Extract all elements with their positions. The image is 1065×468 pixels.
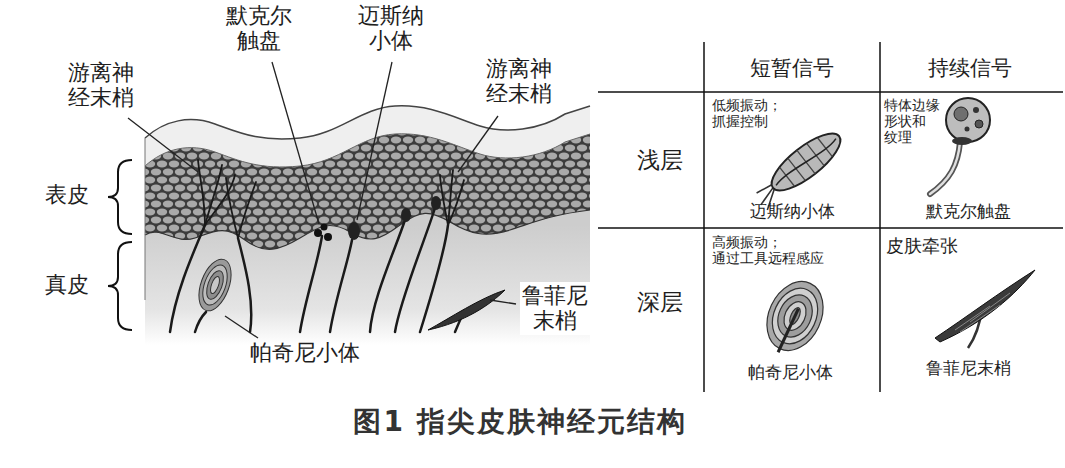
meissner-figure (748, 124, 848, 212)
leader-line (490, 300, 516, 304)
bracket (108, 242, 132, 330)
row-header: 深层 (637, 289, 683, 315)
meissner-corpuscle (348, 222, 360, 240)
row-header: 浅层 (637, 147, 683, 173)
receptor-ending (401, 208, 411, 222)
nerve-fiber (330, 240, 352, 332)
nerve-tube (930, 142, 960, 194)
leader-line (272, 62, 319, 224)
table-rule (598, 227, 1063, 229)
layer-label: 真皮 (45, 272, 89, 297)
ruffini-body (935, 270, 1035, 342)
table-rule (598, 91, 1063, 93)
nerve-fiber (238, 238, 251, 332)
ruffini-fibrils (955, 293, 1010, 332)
pacinian-corpuscle (209, 275, 222, 294)
pacinian-corpuscle (193, 255, 238, 315)
pacinian-corpuscle (203, 269, 226, 302)
pacinian-corpuscle (193, 255, 238, 315)
nerve-ending (440, 175, 448, 225)
column-header: 持续信号 (928, 56, 1012, 80)
nerve-fiber (170, 225, 205, 332)
table-cell: 迈斯纳小体 (750, 202, 835, 222)
part-label: 迈斯纳 小体 (358, 3, 424, 54)
table-cell: 帕奇尼小体 (748, 363, 833, 383)
merkel-disc (314, 229, 322, 237)
pacinian-figure (755, 272, 834, 363)
pacinian-corpuscle (198, 262, 232, 309)
merkel-disc (952, 137, 972, 145)
merkel-disc (324, 233, 332, 241)
nerve-ending (226, 178, 238, 238)
ruffini-figure (935, 270, 1035, 348)
nerve-ending (448, 180, 464, 225)
merkel-cell (946, 98, 990, 142)
skin-surface (145, 106, 590, 139)
nerve-tube (930, 142, 960, 194)
nerve-fibers (170, 160, 464, 332)
nerve-fiber (395, 208, 435, 332)
skin-section (145, 106, 590, 345)
part-label: 游离神 经末梢 (486, 56, 552, 107)
pacinian-figure (756, 272, 834, 359)
granule (965, 127, 970, 132)
layer-label: 表皮 (45, 182, 89, 207)
column-header: 短暂信号 (750, 56, 834, 80)
part-label: 鲁菲尼 末梢 (520, 282, 590, 335)
merkel-disc (314, 224, 332, 242)
table-cell: 低频振动； 抓握控制 (712, 97, 782, 129)
bracket (108, 160, 132, 234)
block-edge (145, 138, 146, 300)
leader-line (225, 316, 258, 338)
nerve-ending (205, 165, 222, 225)
granule (973, 107, 979, 113)
table-cell: 皮肤牵张 (886, 236, 958, 257)
merkel-nucleus (954, 107, 968, 121)
nerve-fiber (420, 225, 448, 332)
leader-line (458, 116, 498, 172)
leader-line (357, 62, 392, 220)
pacinian-figure (778, 309, 798, 353)
part-label: 游离神 经末梢 (68, 60, 134, 111)
corpuscle-body (764, 124, 849, 199)
table-cell: 默克尔触盘 (926, 202, 1011, 222)
leader-line (128, 118, 198, 172)
table-cell: 特体边缘 形状和 纹理 (884, 97, 940, 145)
nerve-ending (238, 182, 256, 238)
corpuscle-axis (775, 137, 837, 187)
merkel-disc (321, 224, 328, 231)
ruffini-ending (428, 290, 505, 330)
dermis (145, 210, 590, 345)
nerve-ending (198, 160, 205, 225)
table-cell: 鲁菲尼末梢 (926, 359, 1011, 379)
receptor-ending (431, 196, 441, 210)
corneum-line (145, 134, 590, 167)
nerve-fiber (300, 236, 322, 332)
figure-caption: 图1 指尖皮肤神经元结构 (353, 403, 686, 441)
leader-lines (128, 62, 516, 338)
nerve-ending (205, 175, 235, 225)
part-label: 帕奇尼小体 (250, 340, 360, 365)
nerve-fiber (195, 312, 206, 332)
table-cell: 高频振动； 通过工具远程感应 (712, 234, 824, 266)
table-rule (879, 42, 881, 392)
table-grid (598, 42, 1063, 392)
table-rule (703, 42, 705, 392)
granule (975, 120, 983, 128)
part-label: 默克尔 触盘 (226, 3, 292, 54)
